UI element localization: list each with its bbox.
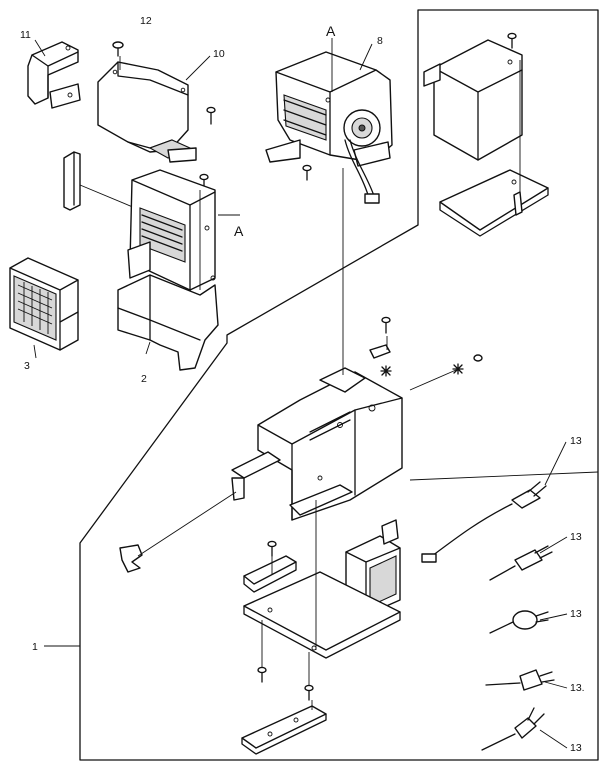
screw-bottom-pair [257, 666, 314, 701]
callout-1: 1 [32, 641, 38, 653]
screw-under-fan [302, 164, 312, 181]
part-10-cover [97, 61, 197, 163]
callout-10: 10 [213, 48, 225, 60]
screw-top-right [507, 32, 517, 49]
power-cord-4 [485, 669, 555, 691]
assembly-leader-lines [119, 38, 521, 710]
callout-2: 2 [141, 373, 147, 385]
callout-13-d: 13. [570, 682, 585, 694]
shield-strip [63, 151, 141, 211]
part-8-fan-motor [265, 51, 393, 204]
screw-above-chassis-center [381, 316, 391, 334]
callout-8: 8 [377, 35, 383, 47]
power-cord-2 [489, 545, 553, 581]
mounting-plate [243, 571, 401, 659]
top-right-plate [439, 169, 549, 237]
central-chassis [231, 367, 403, 521]
part-3-filter-box [9, 257, 79, 351]
bottom-rail [241, 705, 327, 755]
terminal-clip [369, 344, 391, 359]
callout-a-top: A [326, 23, 336, 39]
callout-12: 12 [140, 15, 152, 27]
callout-13-a: 13 [570, 435, 582, 447]
callout-13-b: 13 [570, 531, 582, 543]
callout-13-e: 13 [570, 742, 582, 754]
callout-13-c: 13 [570, 608, 582, 620]
top-right-bracket [423, 39, 523, 161]
power-cord-3 [489, 610, 549, 634]
part-2-chassis-frame [117, 169, 219, 371]
boundary-inner-divider [409, 471, 599, 481]
part-12-screw [112, 41, 124, 57]
power-cord-5 [481, 707, 545, 751]
power-cord-1 [421, 481, 547, 563]
screw-near-cover [206, 106, 216, 125]
screw-lower-left [267, 540, 277, 557]
hook-clip [119, 544, 143, 573]
star-washers [380, 354, 483, 377]
callout-a-side: A [234, 223, 244, 239]
assembly-boundary-outline [79, 9, 599, 761]
part-11-bracket [27, 41, 81, 109]
callout-11: 11 [20, 29, 31, 41]
callout-leaders [33, 39, 568, 749]
callout-3: 3 [24, 360, 30, 372]
